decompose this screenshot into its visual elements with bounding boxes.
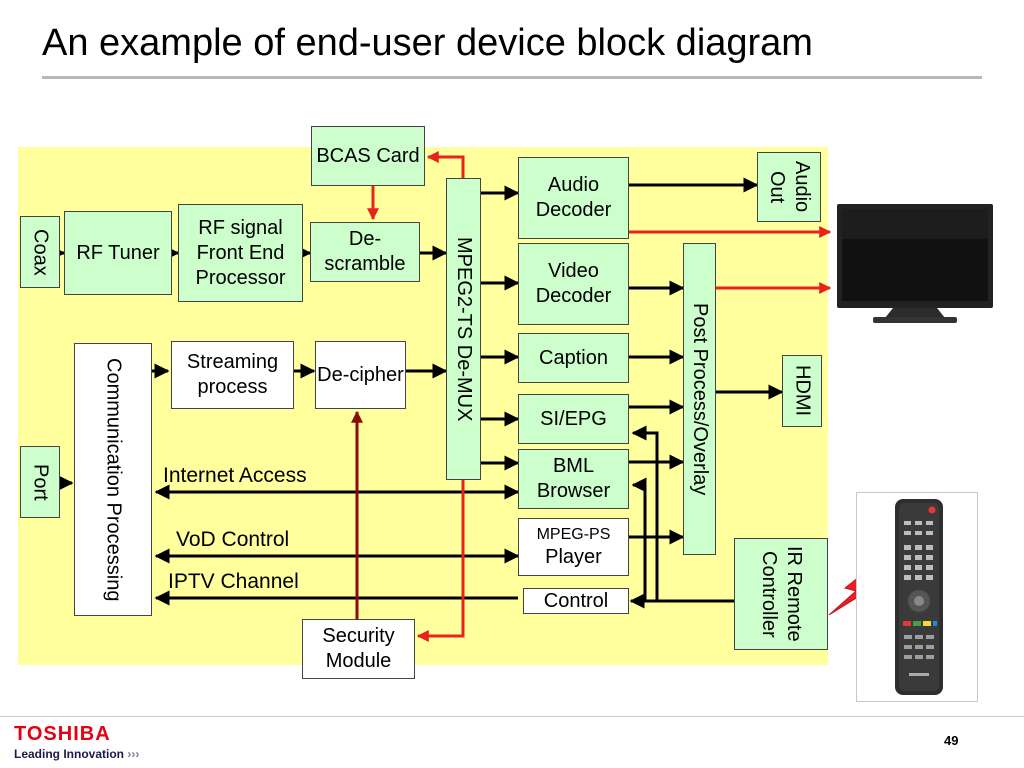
control-bus-to-bml — [631, 477, 647, 601]
tagline-text: Leading Innovation — [14, 747, 124, 761]
vod-control-label: VoD Control — [176, 528, 290, 551]
mpeg-ps-label: MPEG-PS — [536, 525, 611, 543]
hdmi-block: HDMI — [782, 355, 822, 427]
iptv-channel-label: IPTV Channel — [168, 570, 299, 593]
player-label: Player — [545, 545, 602, 568]
footer-divider — [0, 716, 1024, 717]
control-block: Control — [523, 588, 629, 614]
caption-block: Caption — [518, 333, 629, 383]
video-decoder-block: Video Decoder — [518, 243, 629, 325]
rf-front-end-block: RF signal Front End Processor — [178, 204, 303, 302]
television-icon — [837, 204, 993, 323]
bcas-card-block: BCAS Card — [311, 126, 425, 186]
remote-control-frame — [856, 492, 978, 702]
streaming-process-block: Streaming process — [171, 341, 294, 409]
security-module-block: Security Module — [302, 619, 415, 679]
port-block: Port — [20, 446, 60, 518]
page-title: An example of end-user device block diag… — [42, 22, 813, 64]
title-divider — [42, 76, 982, 79]
rf-tuner-block: RF Tuner — [64, 211, 172, 295]
toshiba-logo: TOSHIBA — [14, 723, 111, 745]
mpeg-ps-player-block: MPEG-PS Player — [518, 518, 629, 576]
post-process-block: Post Process/Overlay — [683, 243, 716, 555]
audio-decoder-block: Audio Decoder — [518, 157, 629, 239]
tagline: Leading Innovation ››› — [14, 747, 139, 761]
demux-to-security — [416, 480, 465, 642]
bml-browser-block: BML Browser — [518, 449, 629, 509]
remote-control-icon — [895, 499, 943, 695]
audio-out-block: Audio Out — [757, 152, 821, 222]
page-number: 49 — [944, 733, 959, 748]
chevrons-icon: ››› — [127, 747, 140, 761]
ir-remote-controller-block: IR Remote Controller — [734, 538, 828, 650]
red-bcas-loop — [426, 151, 465, 178]
coax-block: Coax — [20, 216, 60, 288]
communication-processing-block: Communication Processing — [74, 343, 152, 616]
decipher-block: De-cipher — [315, 341, 406, 409]
descramble-block: De-scramble — [310, 222, 420, 282]
internet-access-label: Internet Access — [163, 464, 307, 487]
si-epg-block: SI/EPG — [518, 394, 629, 444]
control-bus-to-si-epg — [631, 425, 659, 601]
demux-block: MPEG2-TS De-MUX — [446, 178, 481, 480]
